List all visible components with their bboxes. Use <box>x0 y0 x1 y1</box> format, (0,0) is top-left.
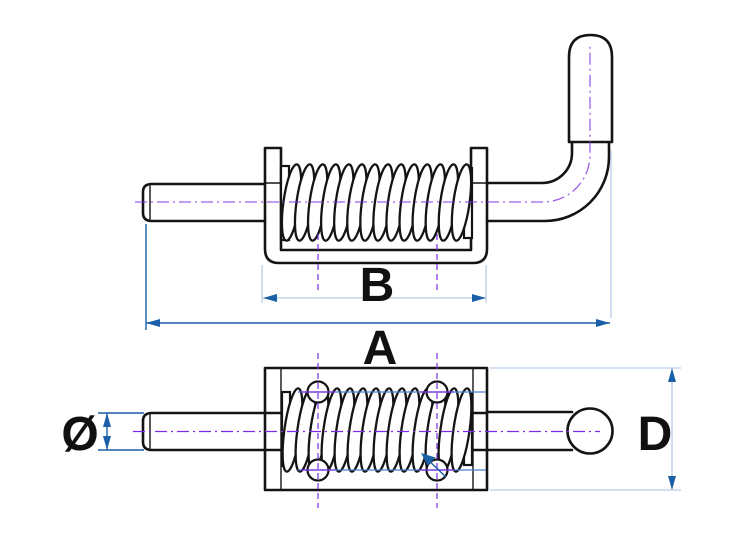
label-a: A <box>363 322 398 375</box>
axis-centerline-side <box>135 45 591 203</box>
dimension-d: D <box>490 367 681 491</box>
dim-b-arrow-left <box>263 294 277 302</box>
dim-dia-arrow-bottom <box>103 436 111 450</box>
dim-a-arrow-right <box>596 319 610 327</box>
hole-leader-arrowhead <box>421 453 436 466</box>
dim-d-arrow-top <box>668 368 676 382</box>
coil-spring-top-view <box>281 387 473 473</box>
dim-d-arrow-bottom <box>668 476 676 490</box>
side-view <box>135 33 614 292</box>
rod-top-edge <box>485 140 574 185</box>
dimension-a: A <box>145 150 612 375</box>
spring-housing-side-view <box>263 146 489 265</box>
handle-grip <box>567 33 614 144</box>
label-diameter: Ø <box>61 408 98 461</box>
dim-a-arrow-left <box>146 319 160 327</box>
rod-bottom-edge <box>485 140 611 223</box>
dimension-diameter: Ø <box>61 408 144 461</box>
dim-b-arrow-right <box>472 294 486 302</box>
dim-dia-arrow-top <box>103 413 111 427</box>
label-b: B <box>360 259 395 312</box>
label-d: D <box>638 408 673 461</box>
hole-cross-ticks <box>301 391 454 471</box>
spring-housing-top-view <box>263 366 489 492</box>
dimension-b: B <box>261 259 487 312</box>
top-view <box>133 353 614 508</box>
rod-right-top-view <box>485 410 574 452</box>
